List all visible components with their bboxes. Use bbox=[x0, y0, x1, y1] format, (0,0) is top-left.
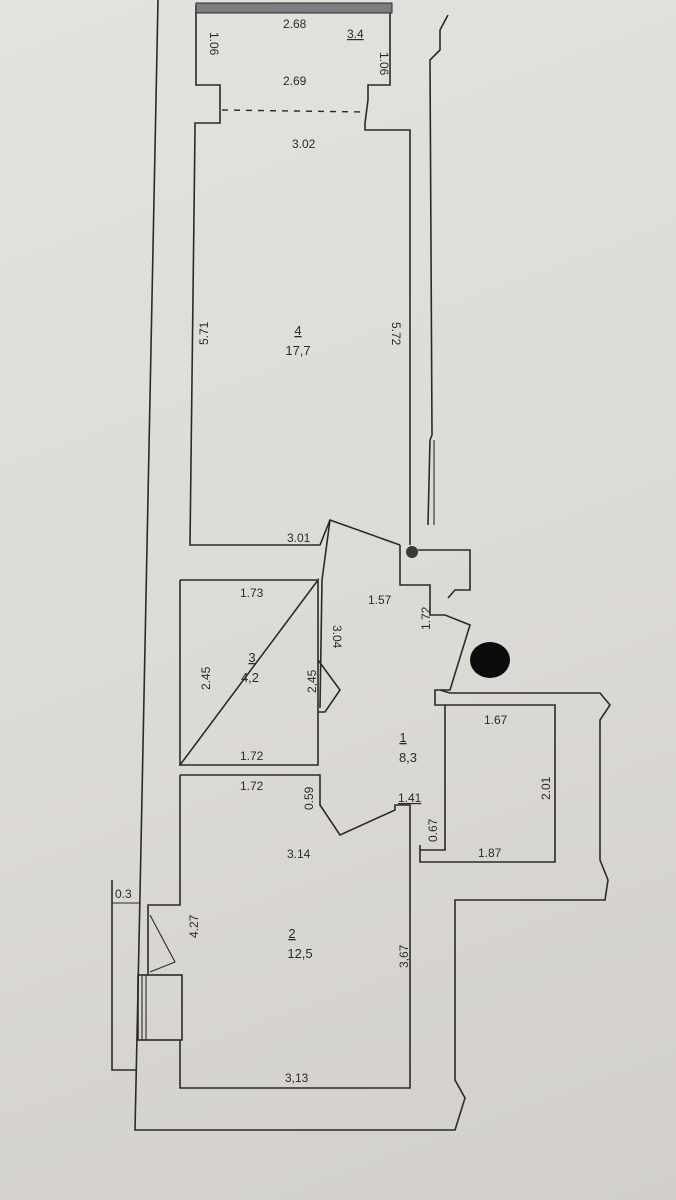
dim-room2-top: 3.14 bbox=[287, 847, 311, 861]
room1-area: 8,3 bbox=[399, 750, 417, 765]
dim-room2-left: 4.27 bbox=[187, 914, 201, 938]
dim-room4-left: 5.71 bbox=[197, 321, 211, 345]
dim-room2-right: 3,67 bbox=[397, 944, 411, 968]
room3-outline bbox=[178, 577, 341, 766]
balcony-outline bbox=[189, 5, 401, 546]
dim-balcony-right: 1.06 bbox=[377, 52, 391, 76]
balcony-window bbox=[195, 2, 393, 14]
hall-right-nook bbox=[399, 545, 556, 863]
dim-bath-right: 2.01 bbox=[539, 776, 553, 800]
dim-room3-bottom: 1.72 bbox=[240, 749, 264, 763]
dim-balcony-bottom: 2.69 bbox=[283, 74, 307, 88]
dim-hall-right: 1.72 bbox=[419, 606, 433, 630]
dim-room3-right: 2,45 bbox=[305, 669, 319, 693]
dim-hall-bottom: 1.41 bbox=[398, 791, 422, 805]
bath-outline bbox=[420, 705, 446, 851]
dim-bath-left: 0.67 bbox=[426, 818, 440, 842]
dim-room3-left: 2.45 bbox=[199, 666, 213, 690]
dim-room4-right: 5.72 bbox=[389, 322, 403, 346]
room2-left bbox=[147, 775, 181, 975]
dim-outer-step: 0.3 bbox=[115, 887, 132, 901]
room4-door-swing bbox=[319, 519, 331, 709]
outer-wall-right bbox=[427, 14, 449, 526]
entrance-step bbox=[111, 880, 136, 1071]
dim-balcony-left: 1.06 bbox=[207, 32, 221, 56]
dim-room2-bottom: 3,13 bbox=[285, 1071, 309, 1085]
balcony-area: 3.4 bbox=[347, 27, 364, 41]
room3-area: 4,2 bbox=[241, 670, 259, 685]
dim-hall-left: 3.04 bbox=[330, 625, 344, 649]
balcony-outline-right bbox=[364, 5, 411, 545]
room2-number: 2 bbox=[288, 926, 295, 941]
room4-number: 4 bbox=[294, 323, 301, 338]
room2-door-swing bbox=[149, 914, 176, 973]
room2-area: 12,5 bbox=[287, 946, 312, 961]
dim-room4-top: 3.02 bbox=[292, 137, 316, 151]
room4-area: 17,7 bbox=[285, 343, 310, 358]
entrance-block bbox=[137, 974, 183, 1041]
black-spot bbox=[470, 642, 510, 678]
hall-nook-top bbox=[418, 549, 471, 599]
room1-number: 1 bbox=[399, 730, 406, 745]
dim-balcony-top: 2.68 bbox=[283, 17, 307, 31]
room3-number: 3 bbox=[248, 650, 255, 665]
dim-bath-bottom: 1.87 bbox=[478, 846, 502, 860]
room2-outline bbox=[179, 774, 411, 1089]
outer-wall-outline bbox=[134, 0, 611, 1131]
balcony-opening-dashed bbox=[221, 109, 366, 113]
dim-room2-door: 0.59 bbox=[302, 786, 316, 810]
dim-room4-bottom: 3.01 bbox=[287, 531, 311, 545]
dim-room2-top-left: 1.72 bbox=[240, 779, 264, 793]
riser-marker bbox=[406, 546, 418, 558]
dim-hall-top: 1.57 bbox=[368, 593, 392, 607]
dim-room3-top: 1.73 bbox=[240, 586, 264, 600]
dim-bath-top: 1.67 bbox=[484, 713, 508, 727]
